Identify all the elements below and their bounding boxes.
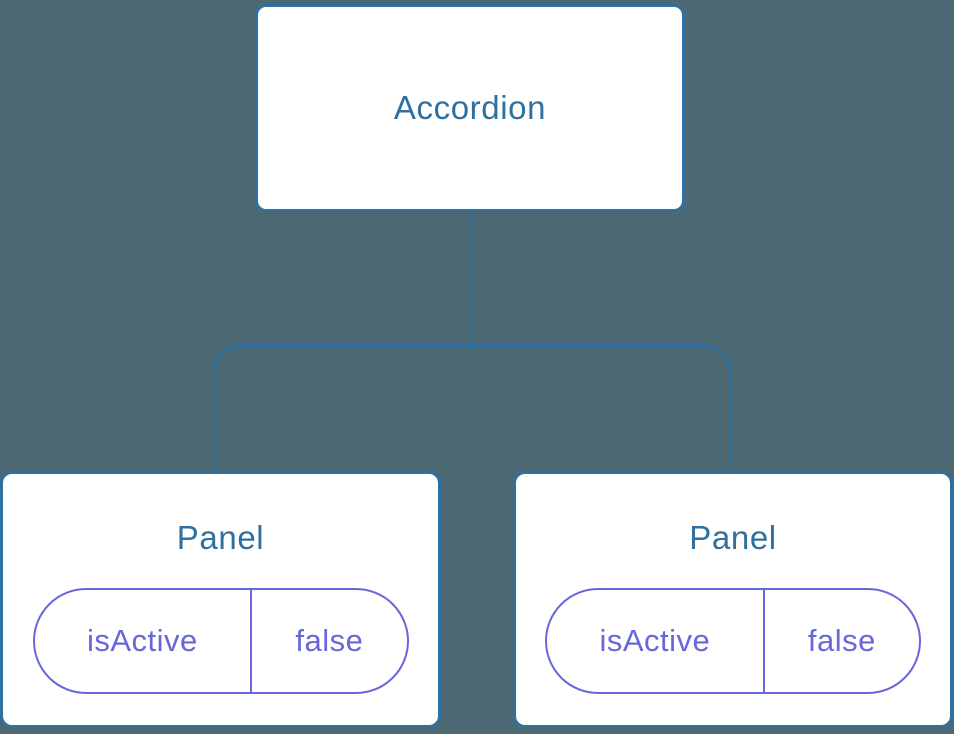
state-pill: isActive false bbox=[545, 588, 921, 694]
component-label-panel-1: Panel bbox=[176, 519, 265, 556]
state-key: isActive bbox=[599, 623, 711, 658]
state-pill: isActive false bbox=[32, 588, 409, 694]
component-label-panel-2: Panel bbox=[689, 519, 777, 556]
component-label-accordion: Accordion bbox=[393, 89, 547, 126]
connector-branch bbox=[213, 344, 732, 471]
component-node-accordion: Accordion bbox=[255, 4, 685, 212]
state-value: false bbox=[250, 590, 406, 692]
connector-stem bbox=[469, 212, 472, 345]
component-node-panel-2: Panel isActive false bbox=[513, 471, 953, 728]
component-node-panel-1: Panel isActive false bbox=[0, 471, 441, 728]
state-value: false bbox=[762, 590, 919, 692]
state-key: isActive bbox=[86, 623, 198, 658]
